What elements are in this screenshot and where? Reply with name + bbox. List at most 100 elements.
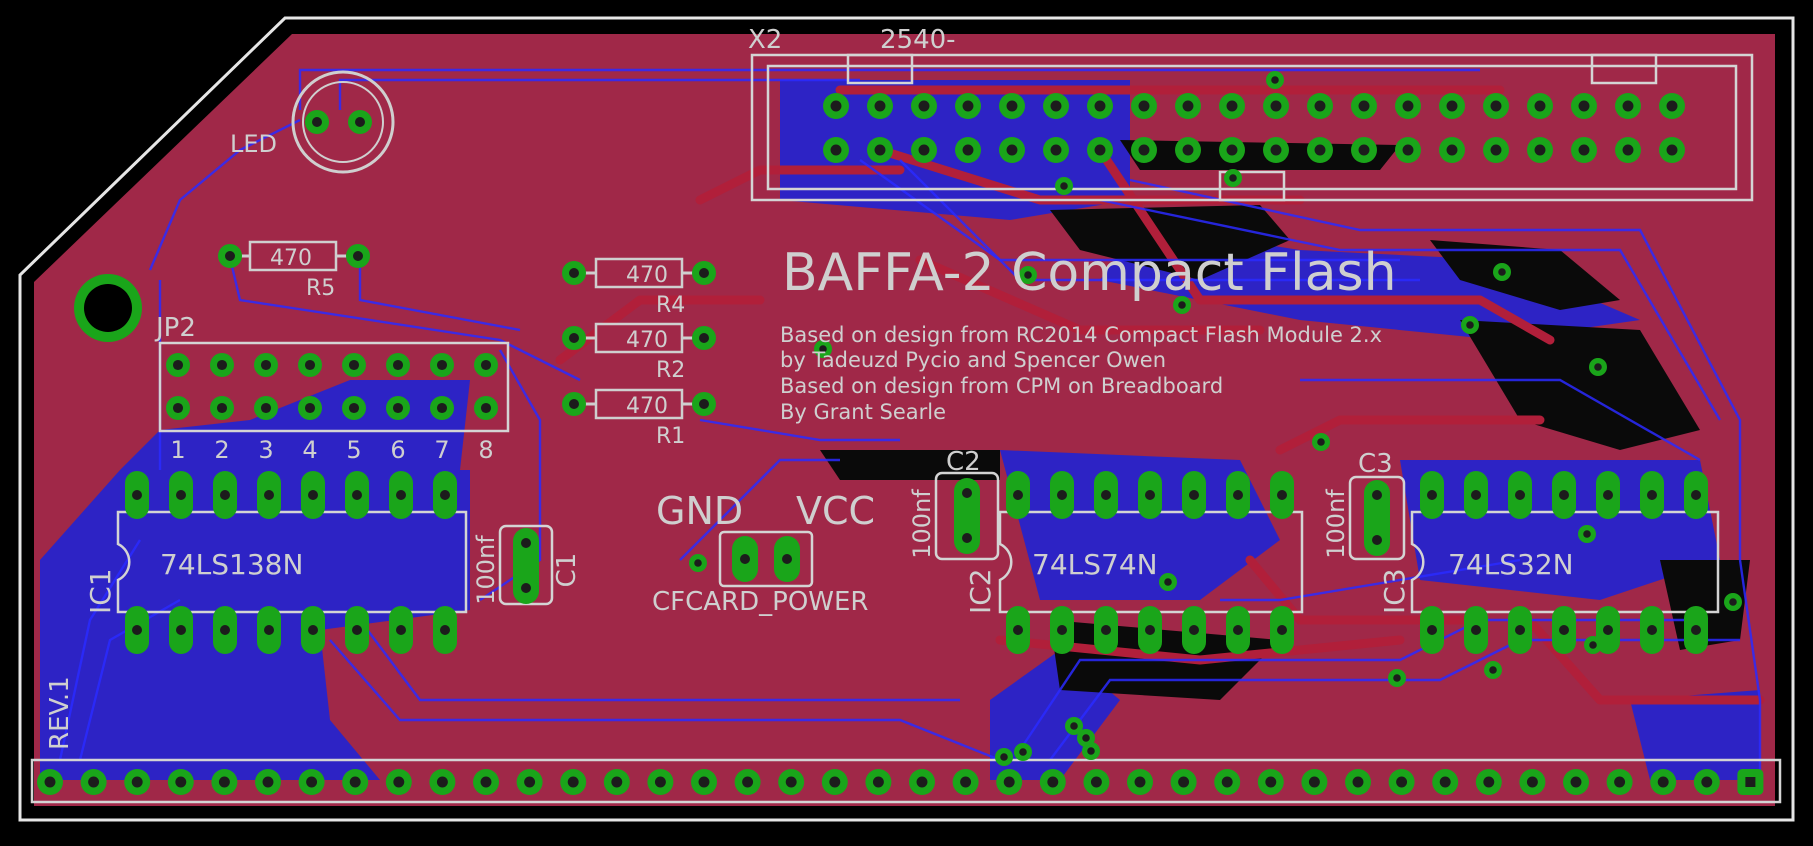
bus-pad-hole [960,776,972,788]
via-hole [1489,666,1497,674]
bus-header[interactable] [30,758,1782,804]
x2-pad-hole [1578,100,1590,112]
bus-pad-hole [1221,776,1233,788]
ic1-pad-hole [352,625,362,635]
via-hole [1019,748,1027,756]
ic1-pad-hole [440,490,450,500]
jp2-pin-number: 6 [390,436,405,464]
ic3-pad-hole [1691,625,1701,635]
via-hole [1583,530,1591,538]
via-hole [1498,268,1506,276]
ic1-pad-hole [308,490,318,500]
c2-name: C2 [946,447,981,477]
x2-pad-hole [1094,100,1106,112]
x2-pad-hole [962,100,974,112]
c2-hole-2 [962,533,972,543]
ic1-chip[interactable] [116,471,468,654]
ic1-pad-hole [264,490,274,500]
x2-pad-hole [830,144,842,156]
bus-pad-hole [480,776,492,788]
bus-pad-hole [1134,776,1146,788]
ic3-pad-hole [1647,490,1657,500]
ic1-pads [125,471,457,654]
r2-value: 470 [626,328,668,353]
via-hole [1271,76,1279,84]
r4-value: 470 [626,263,668,288]
jp2-outline [158,341,510,433]
credit-line-1: Based on design from RC2014 Compact Flas… [780,323,1382,347]
via-hole [1589,641,1597,649]
r4-hole-1 [569,268,579,278]
led-component[interactable] [291,70,395,174]
jp2-pin-numbers: 1 2 3 4 5 6 7 8 [170,436,493,464]
bus-pad-hole [524,776,536,788]
vcc-label: VCC [796,489,875,533]
x2-connector[interactable] [750,53,1754,202]
via-hole [1178,301,1186,309]
ic3-pads [1420,471,1708,654]
c1-hole-1 [521,538,531,548]
c2-hole-1 [962,488,972,498]
board-outline [18,16,1795,822]
jp2-pin-number: 1 [170,436,185,464]
via-hole [1164,578,1172,586]
c1-capacitor[interactable] [498,524,554,606]
ic1-value: 74LS138N [160,548,303,581]
bus-pad-hole [567,776,579,788]
ic3-pad-hole [1427,625,1437,635]
credit-line-2: by Tadeuzd Pycio and Spencer Owen [780,348,1166,372]
ic3-pad-hole [1691,490,1701,500]
r5-resistor[interactable] [218,240,370,272]
x2-name: X2 [748,25,782,55]
via-hole [1000,753,1008,761]
power-connector[interactable] [718,530,814,588]
c2-outline [934,471,1000,561]
jp2-pin-number: 3 [258,436,273,464]
jp2-pin-number: 8 [478,436,493,464]
bus-pad-hole [1265,776,1277,788]
r4-hole-2 [699,268,709,278]
x2-pad-hole [1270,100,1282,112]
x2-pad-hole [918,100,930,112]
x2-pad-hole [1138,100,1150,112]
jp2-pad-hole [480,402,492,414]
jp2-pad-hole [436,402,448,414]
power-connector-name: CFCARD_POWER [652,587,868,617]
ic2-value: 74LS74N [1032,548,1158,581]
ic2-chip[interactable] [998,471,1304,654]
ic2-pad-hole [1189,625,1199,635]
ic2-pad-hole [1013,625,1023,635]
ic1-pad-hole [132,490,142,500]
r2-resistor[interactable] [562,322,716,354]
credit-line-3: Based on design from CPM on Breadboard [780,374,1223,398]
ic2-name: IC2 [964,568,997,614]
ic2-pad-hole [1101,625,1111,635]
ic3-pad-hole [1647,625,1657,635]
ic2-pad-hole [1145,490,1155,500]
ic2-pad-hole [1057,625,1067,635]
x2-pad-hole [1314,144,1326,156]
ic1-pad-hole [396,490,406,500]
c2-capacitor[interactable] [934,471,1000,561]
ic3-chip[interactable] [1410,471,1720,654]
bus-pad-hole [306,776,318,788]
r5-hole-1 [225,251,235,261]
jp2-pad-hole [392,402,404,414]
jp2-header[interactable] [158,341,510,433]
x2-pad-hole [1578,144,1590,156]
ic2-outline [998,510,1304,614]
x2-pad-hole [1270,144,1282,156]
bus-pad-hole [1701,776,1713,788]
ic2-pad-hole [1145,625,1155,635]
r1-resistor[interactable] [562,388,716,420]
r4-resistor[interactable] [562,257,716,289]
ic1-pad-hole [352,490,362,500]
ic1-pad-hole [264,625,274,635]
c3-capacitor[interactable] [1348,475,1406,561]
jp2-pad-hole [260,359,272,371]
via-hole [1393,674,1401,682]
ic1-pad-hole [132,625,142,635]
ic1-pad-hole [176,490,186,500]
board-title: BAFFA-2 Compact Flash [782,243,1397,303]
